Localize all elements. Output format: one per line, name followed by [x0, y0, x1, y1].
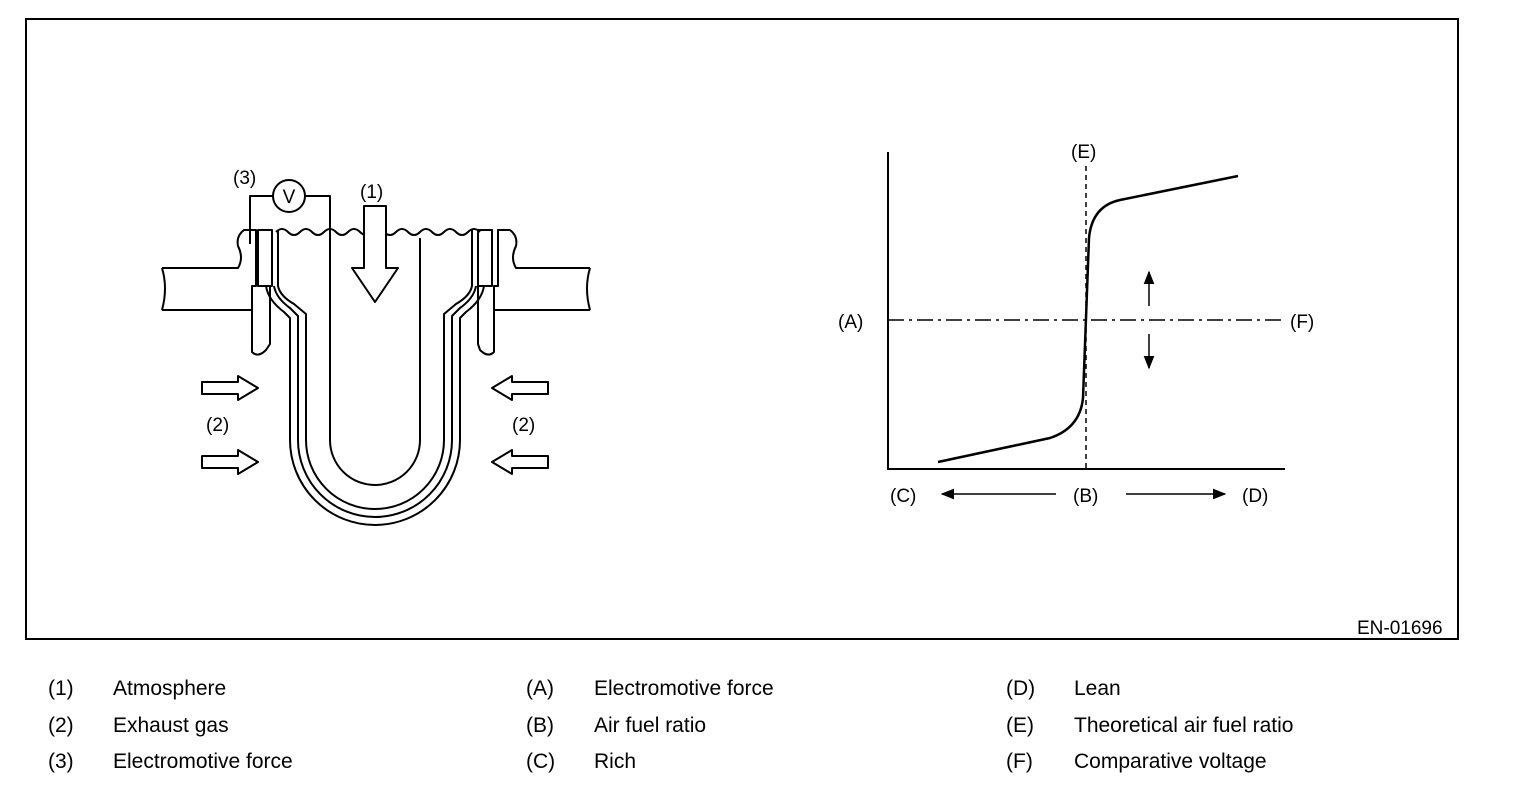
atmosphere-arrow [351, 205, 399, 303]
legend-text: Atmosphere [113, 677, 227, 700]
figure-id: EN-01696 [1357, 618, 1443, 639]
legend-key: (A) [526, 677, 554, 700]
graph-label-B: (B) [1073, 486, 1098, 507]
legend-key: (3) [48, 750, 74, 773]
legend-key: (B) [526, 714, 554, 737]
legend-text: Theoretical air fuel ratio [1074, 714, 1294, 737]
graph-axes [887, 152, 1285, 470]
legend-text: Rich [594, 750, 637, 773]
sensor-output-curve [937, 174, 1239, 464]
exhaust-pipe-right [477, 229, 591, 356]
voltmeter-letter: V [283, 187, 296, 208]
figure-frame [25, 18, 1459, 640]
graph-label-C: (C) [890, 486, 916, 507]
exhaust-arrow-right-lower [491, 449, 549, 475]
exhaust-arrow-left-upper [201, 375, 259, 401]
voltmeter-symbol [272, 179, 306, 213]
graph-label-F: (F) [1290, 312, 1314, 333]
voltage-graph [887, 152, 1285, 500]
legend-key: (F) [1006, 750, 1033, 773]
sensor-element-inner [277, 230, 473, 510]
legend-text: Electromotive force [113, 750, 293, 773]
sensor-housing-right [477, 229, 493, 287]
graph-label-D: (D) [1242, 486, 1268, 507]
atmosphere-chamber [329, 238, 421, 486]
legend-key: (C) [526, 750, 556, 773]
sensor-housing-left [257, 229, 273, 287]
voltmeter-wire [249, 195, 331, 244]
graph-label-E: (E) [1071, 142, 1096, 163]
graph-label-A: (A) [838, 312, 863, 333]
legend-text: Electromotive force [594, 677, 774, 700]
sensor-label-1: (1) [360, 182, 383, 203]
oxygen-sensor-diagram [161, 179, 591, 526]
legend-key: (D) [1006, 677, 1036, 700]
exhaust-pipe-left [161, 229, 271, 356]
legend-text: Exhaust gas [113, 714, 229, 737]
sensor-label-2-right: (2) [512, 415, 535, 436]
legend-key: (1) [48, 677, 74, 700]
exhaust-arrow-left-lower [201, 449, 259, 475]
sensor-element-outer [265, 285, 485, 526]
exhaust-arrow-right-upper [491, 375, 549, 401]
sensor-label-2-left: (2) [206, 415, 229, 436]
sensor-element-middle [273, 285, 477, 518]
legend-key: (2) [48, 714, 74, 737]
legend-text: Lean [1074, 677, 1121, 700]
legend-text: Comparative voltage [1074, 750, 1267, 773]
sensor-label-3: (3) [233, 168, 256, 189]
legend-text: Air fuel ratio [594, 714, 707, 737]
legend-key: (E) [1006, 714, 1034, 737]
